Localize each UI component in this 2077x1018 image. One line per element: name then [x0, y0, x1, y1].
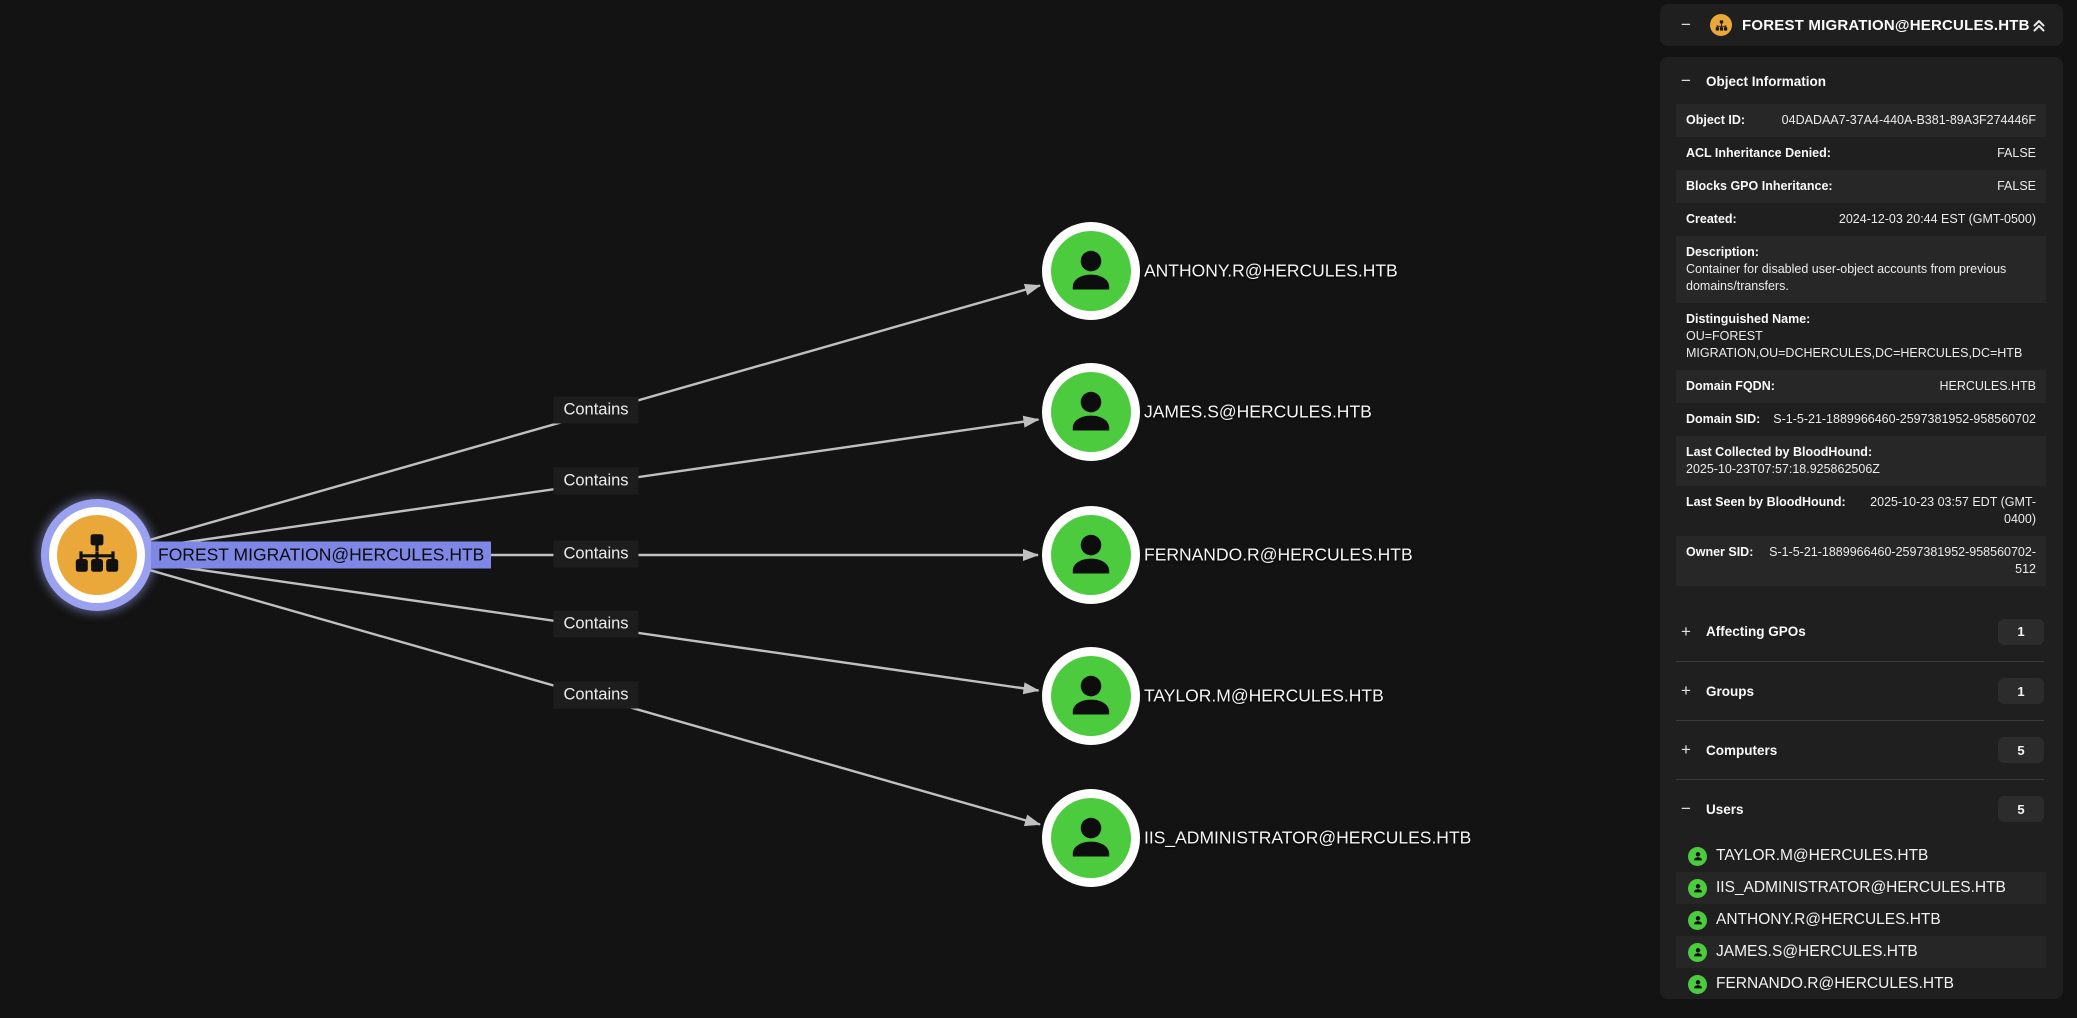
node-label-user[interactable]: IIS_ADMINISTRATOR@HERCULES.HTB: [1144, 827, 1472, 848]
ou-sitemap-icon: [73, 529, 121, 582]
graph-node-ou-selected[interactable]: [41, 499, 153, 611]
user-list-item[interactable]: TAYLOR.M@HERCULES.HTB: [1676, 840, 2046, 872]
graph-node-user[interactable]: [1042, 222, 1140, 320]
node-label-user[interactable]: JAMES.S@HERCULES.HTB: [1144, 401, 1372, 422]
count-badge: 1: [1998, 678, 2044, 704]
user-list-item[interactable]: JAMES.S@HERCULES.HTB: [1676, 936, 2046, 968]
user-icon: [1688, 942, 1707, 962]
info-row: Last Seen by BloodHound: 2025-10-23 03:5…: [1686, 495, 2036, 526]
expand-icon[interactable]: +: [1681, 621, 1691, 641]
section-affecting-gpos[interactable]: + Affecting GPOs 1: [1676, 602, 2044, 661]
info-row: Distinguished Name: OU=FOREST MIGRATION,…: [1686, 312, 2023, 360]
panel-title: FOREST MIGRATION@HERCULES.HTB: [1742, 16, 2029, 34]
count-badge: 1: [1998, 618, 2044, 645]
user-list-item[interactable]: IIS_ADMINISTRATOR@HERCULES.HTB: [1676, 872, 2046, 904]
info-row: Domain SID: S-1-5-21-1889966460-25973819…: [1686, 412, 2036, 426]
collapse-all-icon[interactable]: [2029, 15, 2049, 35]
user-icon: [1063, 525, 1119, 586]
expand-icon[interactable]: +: [1681, 740, 1691, 759]
user-icon: [1688, 910, 1707, 930]
edge-label-contains[interactable]: Contains: [553, 681, 639, 709]
section-users[interactable]: − Users 5: [1676, 779, 2044, 838]
info-row: ACL Inheritance Denied: FALSE: [1686, 146, 2036, 160]
object-information-rows: Object ID: 04DADAA7-37A4-440A-B381-89A3F…: [1676, 104, 2046, 586]
section-groups[interactable]: + Groups 1: [1676, 661, 2044, 720]
entity-info-panel: − FOREST MIGRATION@HERCULES.HTB: [1660, 0, 2063, 999]
user-icon: [1063, 382, 1119, 443]
expand-icon[interactable]: +: [1681, 681, 1691, 700]
info-row: Last Collected by BloodHound: 2025-10-23…: [1676, 436, 2046, 486]
node-label-user[interactable]: TAYLOR.M@HERCULES.HTB: [1144, 685, 1384, 706]
user-icon: [1063, 666, 1119, 727]
graph-node-user[interactable]: [1042, 789, 1140, 887]
selection-ring: [41, 499, 153, 611]
edge-label-contains[interactable]: Contains: [553, 540, 639, 568]
user-list-item[interactable]: FERNANDO.R@HERCULES.HTB: [1676, 968, 2046, 999]
user-icon: [1688, 878, 1707, 898]
graph-node-user[interactable]: [1042, 363, 1140, 461]
node-label-user[interactable]: FERNANDO.R@HERCULES.HTB: [1144, 544, 1413, 565]
info-row: Owner SID: S-1-5-21-1889966460-259738195…: [1676, 536, 2046, 586]
edge-label-contains[interactable]: Contains: [553, 610, 639, 638]
entity-info-header: − FOREST MIGRATION@HERCULES.HTB: [1660, 4, 2063, 46]
graph-node-user[interactable]: [1042, 506, 1140, 604]
info-row: Domain FQDN: HERCULES.HTB: [1676, 370, 2046, 403]
collapse-icon[interactable]: −: [1681, 799, 1691, 818]
node-label-ou[interactable]: FOREST MIGRATION@HERCULES.HTB: [151, 541, 492, 569]
graph-node-user[interactable]: [1042, 647, 1140, 745]
info-row: Object ID: 04DADAA7-37A4-440A-B381-89A3F…: [1676, 104, 2046, 137]
user-icon: [1063, 808, 1119, 869]
user-icon: [1688, 846, 1707, 866]
section-computers[interactable]: + Computers 5: [1676, 720, 2044, 779]
user-list-item[interactable]: ANTHONY.R@HERCULES.HTB: [1676, 904, 2046, 936]
count-badge: 5: [1998, 737, 2044, 763]
object-information-title: Object Information: [1706, 73, 1827, 89]
node-label-user[interactable]: ANTHONY.R@HERCULES.HTB: [1144, 260, 1398, 281]
ou-node-icon: [1710, 14, 1732, 36]
edge-label-contains[interactable]: Contains: [553, 467, 639, 495]
collapse-section-icon[interactable]: −: [1681, 15, 1691, 34]
info-row: Description: Container for disabled user…: [1676, 236, 2046, 303]
edge-label-contains[interactable]: Contains: [553, 396, 639, 424]
info-row: Created: 2024-12-03 20:44 EST (GMT-0500): [1686, 212, 2036, 226]
entity-sections: + Affecting GPOs 1 + Groups 1 + Computer…: [1660, 602, 2063, 838]
entity-info-body: − Object Information Object ID: 04DADAA7…: [1660, 57, 2063, 999]
users-list: TAYLOR.M@HERCULES.HTB IIS_ADMINISTRATOR@…: [1676, 840, 2046, 999]
user-icon: [1063, 241, 1119, 302]
user-icon: [1688, 974, 1707, 994]
object-information-header[interactable]: − Object Information: [1660, 69, 2063, 91]
collapse-section-icon[interactable]: −: [1681, 71, 1691, 90]
info-row: Blocks GPO Inheritance: FALSE: [1676, 170, 2046, 203]
count-badge: 5: [1998, 796, 2044, 822]
